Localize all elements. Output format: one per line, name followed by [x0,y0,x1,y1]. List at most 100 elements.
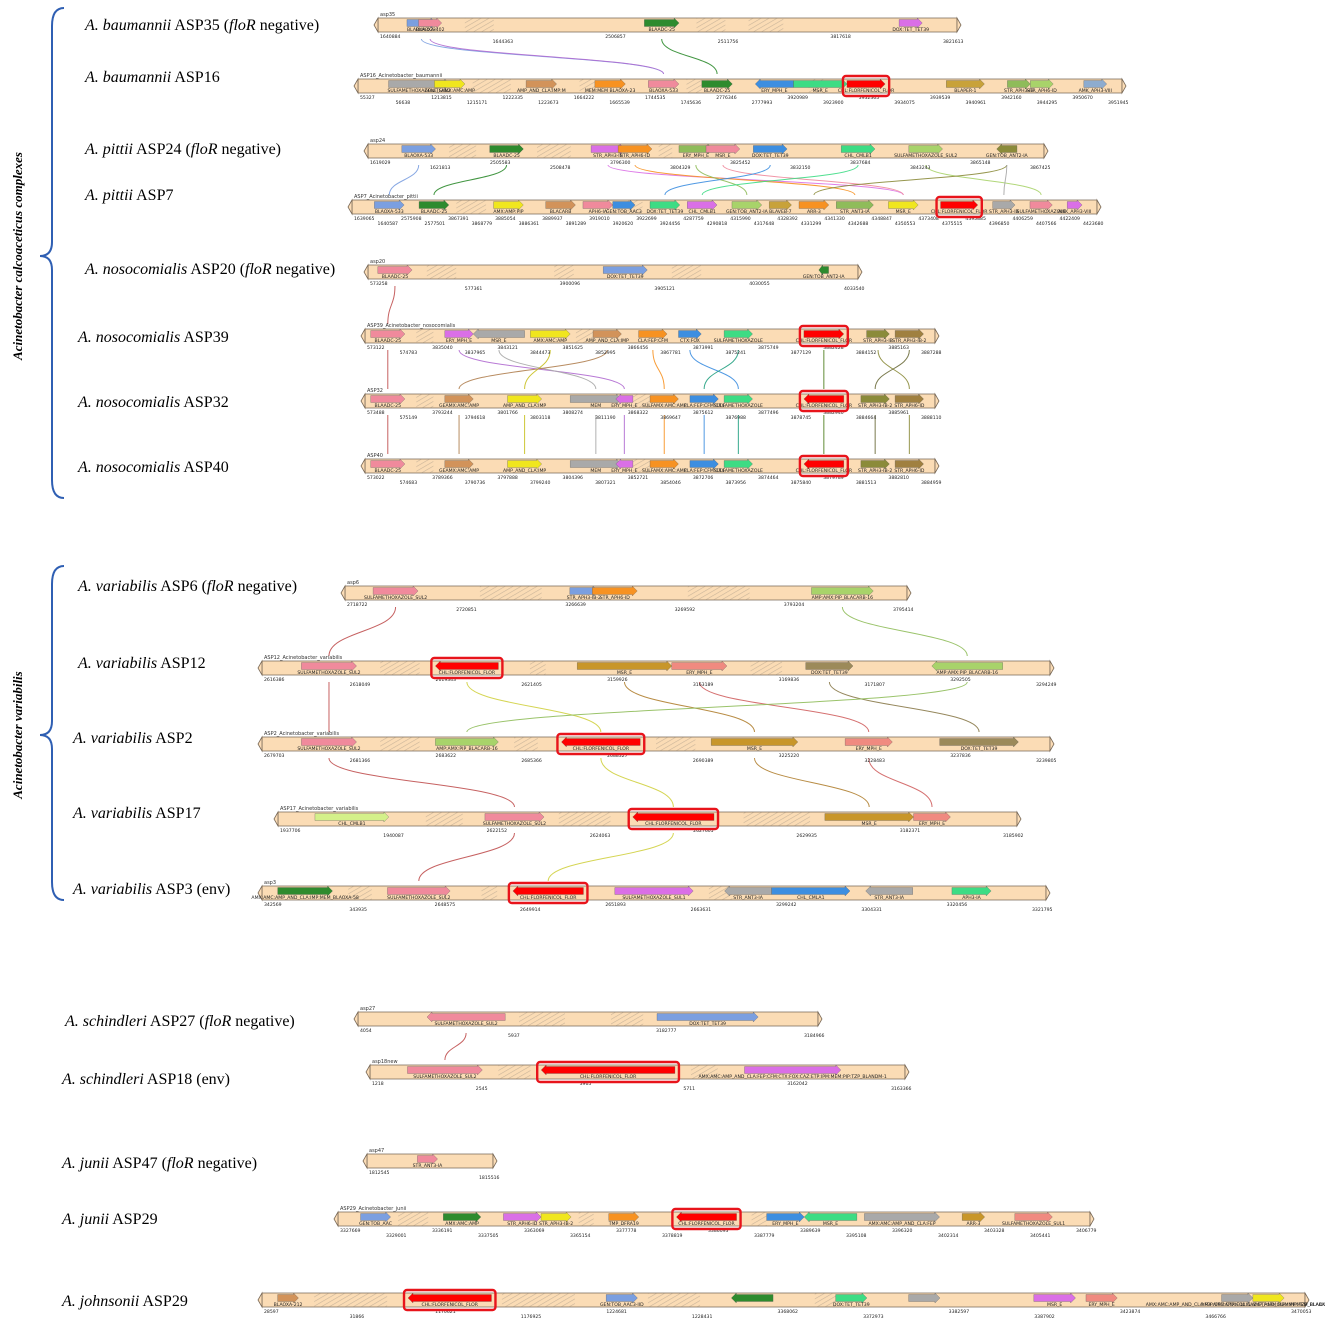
coordinate-label: 3865148 [970,160,991,166]
contig-gap [814,1293,836,1307]
gene-label: GEN:TOB_ANT2-IA [986,153,1029,159]
coordinate-label: 3888110 [921,415,942,421]
coordinate-label: 3402314 [938,1233,959,1239]
contig-gap [691,1065,718,1079]
gene-arrow [844,736,893,748]
gene-label: GEN:TOB_AAC [359,1221,392,1227]
coordinate-label: 3320456 [947,902,968,908]
group-label: Acinetobacter calcoaceticus complexes [10,152,25,361]
gene-label: CHL_CMLB1 [844,153,871,159]
coordinate-label: 573122 [367,345,385,351]
gene-label: MSR_E [813,88,828,94]
coordinate-label: 3920989 [787,95,808,101]
gene-label: STR_APH3-IB-2 [858,403,892,409]
coordinate-label: 3387902 [1034,1314,1055,1320]
contig-end [904,1063,910,1081]
coordinate-label: 3873956 [725,480,746,486]
gene-arrow [908,143,943,155]
coordinate-label: 3874464 [758,475,779,481]
coordinate-label: 3852721 [628,475,649,481]
gene-arrow [803,393,844,405]
gene-arrow [444,458,474,470]
gene-label: BLAADC-25 [375,403,402,409]
gene-arrow [689,393,719,405]
homology-link [868,757,933,808]
strain-labels: A. baumannii ASP35 (floR negative)A. bau… [61,17,335,1310]
coordinate-label: 3406779 [1076,1228,1097,1234]
coordinate-label: 3868322 [628,410,649,416]
gene-label: SULFAMETHOXAZOLE_SUL2 [388,88,451,94]
strain-label: A. pittii ASP7 [84,187,173,204]
coordinate-label: 3851625 [563,345,584,351]
contig-name: ASP40 [367,453,383,459]
gene-label: GEN:TLAMX:AMC:AMP [424,88,475,94]
coordinate-label: 3900096 [560,281,581,287]
gene-label: BLAOXA-212 [274,1302,303,1308]
coordinate-label: 3171807 [864,682,885,688]
coordinate-label: 3869647 [660,415,681,421]
species-name: A. schindleri [64,1013,147,1030]
contig-end [817,1010,823,1028]
gene-label: ARR-3 [807,209,821,215]
coordinate-label: 3368062 [778,1309,799,1315]
homology-link [1003,164,1008,196]
gene-label: CHL:FLORFENICOL_FLOR [931,209,988,215]
flor-highlight-box [798,324,850,348]
gene-label: AMX:AMC:AMP_AND_CLA:FEP:CFM:CTX:FOX:CAZ:… [1146,1302,1325,1308]
coordinate-label: 3162042 [787,1081,808,1087]
gene-arrow [374,199,405,211]
coordinate-label: 3790736 [465,480,486,486]
coordinate-label: 2720851 [456,607,477,613]
gene-label: GEN:TOB_AAC3-IID [600,1302,644,1308]
gene-arrow [678,328,702,340]
species-name: A. baumannii [84,69,171,86]
coordinate-label: 4342688 [848,221,869,227]
contig-end [360,327,366,345]
gene-arrow [370,393,406,405]
coordinate-label: 3337505 [478,1233,499,1239]
contig-name: ASP32 [367,388,383,394]
coordinate-label: 3919010 [589,216,610,222]
homology-link [607,164,904,196]
contig-end [1096,198,1102,216]
contig-track: asp3AMX:AMC:AMP_AND_CLA:IMP:MEM_BLAOXA-5… [251,880,1052,913]
coordinate-label: 2506857 [605,34,626,40]
gene-label: CTX:FOX [680,338,700,344]
strain-suffix: negative) [256,17,320,34]
strain-id: ASP3 (env) [152,881,230,898]
gene-arrow [894,393,924,405]
coordinate-label: 3403328 [984,1228,1005,1234]
coordinate-label: 3804396 [563,475,584,481]
coordinate-label: 1213815 [431,95,452,101]
contig-name: asp3 [264,880,276,886]
contig-end [347,198,353,216]
coordinate-label: 3304331 [861,907,882,913]
coordinate-label: 4406259 [1012,216,1033,222]
gene-label: MSR_E [617,670,632,676]
coordinate-label: 3876988 [725,415,746,421]
gene-label: AMX:AMC:AMP [445,1221,479,1227]
gene-label: AMK_APH3-VIII [1079,88,1112,94]
coordinate-label: 3878745 [791,415,812,421]
gene-label: AMP:AMX:PIP_BLACARB-16 [812,595,874,601]
coordinate-label: 3881513 [856,480,877,486]
homology-link [874,349,910,390]
homology-link [458,349,608,390]
coordinate-label: 3942160 [1001,95,1022,101]
coordinate-label: 3886361 [519,221,540,227]
strain-id: ASP6 ( [157,578,207,595]
gene-label: ERY_MPH_E [611,403,637,409]
gene-label: DOX:TET_TET39 [607,274,644,280]
gene-arrow [606,1292,638,1304]
coordinate-label: 2777993 [752,100,773,106]
gene-arrow [418,199,450,211]
gene-arrow [387,885,451,897]
gene-arrow [612,199,636,211]
gene-arrow [435,660,499,672]
coordinate-label: 3875612 [693,410,714,416]
contig-name: ASP12_Acinetobacter_variabilis [264,655,343,661]
contig-gap [558,812,611,826]
gene-arrow [489,143,524,155]
contig-track: ASP12_Acinetobacter_variabilisSULFAMETHO… [257,655,1057,688]
gene-name: floR [207,578,234,595]
